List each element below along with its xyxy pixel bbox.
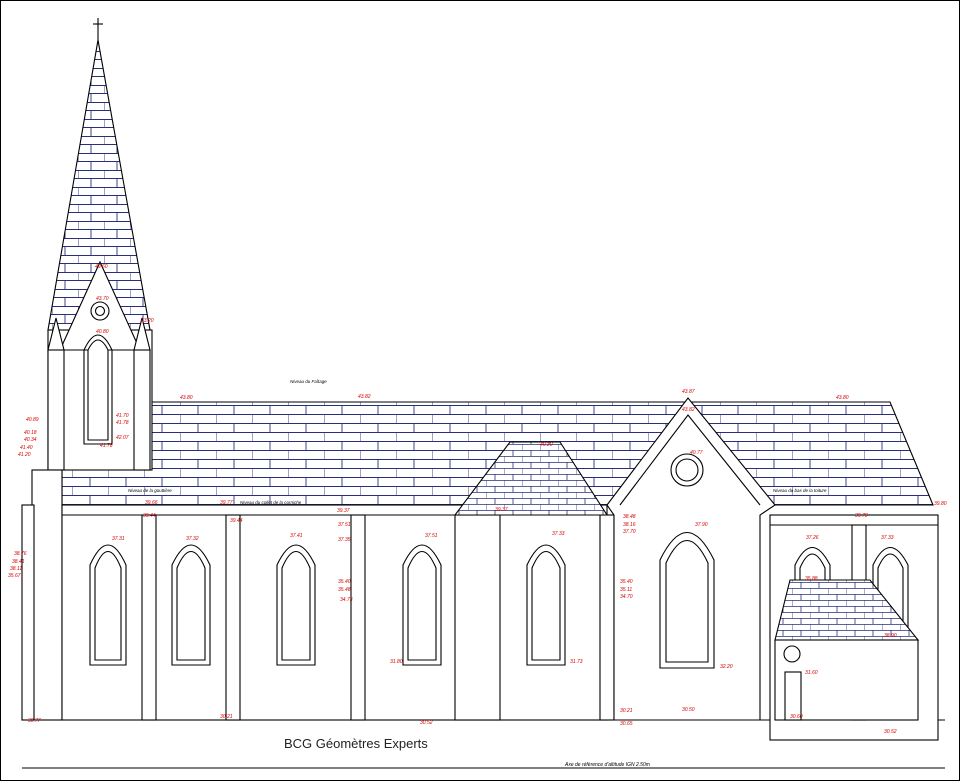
elev-mid-7: 35.88 [805, 576, 818, 582]
buttress-5 [599, 514, 615, 721]
elev-eave-3: 39.44 [230, 518, 243, 524]
buttress-1 [141, 514, 157, 721]
elev-wall-2: 37.32 [186, 536, 199, 542]
elev-tower-right: 43.20 [141, 318, 154, 324]
elev-tower-side-3: 42.07 [116, 435, 129, 441]
label-faitage: Niveau du Faîtage [290, 379, 327, 384]
elev-wall-7: 37.26 [806, 535, 819, 541]
elev-wall-9: 37.51 [338, 522, 351, 528]
elev-eave-1: 39.77 [220, 500, 233, 506]
elev-base-4: 31.60 [805, 670, 818, 676]
elev-gable-inner: 43.82 [682, 407, 695, 413]
elev-mid-6: 34.70 [620, 594, 633, 600]
tower-oculus [90, 301, 110, 321]
transept-pier [454, 514, 501, 721]
elev-left-low-2: 38.41 [12, 559, 25, 565]
elev-mid-3: 34.73 [340, 597, 353, 603]
elev-wall-4: 37.51 [425, 533, 438, 539]
elev-ground-4: 30.21 [620, 708, 633, 714]
elev-ridge-main: 43.82 [358, 394, 371, 400]
elev-left-stack-3: 40.34 [24, 437, 37, 443]
elev-eave-5: 39.37 [337, 508, 350, 514]
buttress-2 [225, 514, 241, 721]
gable-window [659, 531, 715, 669]
elev-wall-1: 37.31 [112, 536, 125, 542]
elev-eave-4: 39.66 [145, 500, 158, 506]
elev-tower-upper: 40.80 [96, 329, 109, 335]
elev-ridge-left: 43.80 [180, 395, 193, 401]
tower-window [87, 339, 109, 441]
elev-gable-mid-2: 38.16 [623, 522, 636, 528]
elev-tower-side-1: 41.70 [116, 413, 129, 419]
elev-wall-6: 37.90 [695, 522, 708, 528]
elev-ground-8: 30.52 [884, 729, 897, 735]
elev-mid-2: 35.48 [338, 587, 351, 593]
elev-left-low-4: 35.67 [8, 573, 21, 579]
elev-transept-top: 40.20 [540, 442, 553, 448]
elev-spire-top: 49.60 [95, 264, 108, 270]
sacristy-door [784, 671, 802, 721]
elev-left-stack-5: 41.20 [18, 452, 31, 458]
elev-wall-5: 37.33 [552, 531, 565, 537]
elev-gable-tower: 43.70 [96, 296, 109, 302]
sacristy-oculus [783, 645, 801, 663]
label-corniche: Niveau du collet de la corniche [240, 500, 302, 505]
elev-tower-side-2: 41.78 [116, 420, 129, 426]
west-wall [31, 469, 63, 721]
elev-left-stack-1: 40.89 [26, 417, 39, 423]
elev-ridge-right: 43.80 [836, 395, 849, 401]
scale-note: Axe de référence d'altitude IGN 2.50m [565, 762, 650, 768]
elev-gable-side: 40.77 [690, 450, 703, 456]
elev-eave-2: 39.44 [143, 513, 156, 519]
elev-left-low-3: 38.11 [10, 566, 22, 572]
elev-wall-10: 37.35 [338, 537, 351, 543]
elev-base-3: 32.20 [720, 664, 733, 670]
elev-base-2: 31.73 [570, 659, 583, 665]
elev-wall-3: 37.41 [290, 533, 303, 539]
elev-eave-7: 39.78 [855, 513, 868, 519]
label-bas-toiture: Niveau du bas de la toiture [773, 488, 827, 493]
elev-base-1: 31.80 [390, 659, 403, 665]
transept-roof [453, 441, 609, 516]
elev-left-stack-4: 41.40 [20, 445, 33, 451]
elev-gable-mid-3: 37.70 [623, 529, 636, 535]
elev-mid-5: 35.11 [620, 587, 632, 593]
elev-mid-4: 35.40 [620, 579, 633, 585]
elev-porch-1: 38.90 [884, 633, 897, 639]
elev-ground-7: 30.60 [790, 714, 803, 720]
elev-tower-mid: 41.78 [100, 443, 113, 449]
label-gouttiere: Niveau de la gouttière [128, 488, 172, 493]
buttress-3 [350, 514, 366, 721]
elev-ground-2: 30.21 [220, 714, 233, 720]
elev-eave-right: 39.80 [934, 501, 947, 507]
elev-ground-1: 30.77 [28, 718, 41, 724]
elev-ground-5: 30.65 [620, 721, 633, 727]
elev-left-low-1: 38.76 [14, 551, 27, 557]
elev-gable-mid-1: 38.48 [623, 514, 636, 520]
elev-ground-3: 30.52 [420, 720, 433, 726]
elev-wall-8: 37.33 [881, 535, 894, 541]
elev-ridge-gable: 43.87 [682, 389, 695, 395]
elev-ground-6: 30.50 [682, 707, 695, 713]
elev-eave-6: 39.37 [495, 507, 508, 513]
company-credit: BCG Géomètres Experts [284, 736, 428, 751]
elev-left-stack-2: 40.18 [24, 430, 37, 436]
elev-mid-1: 35.40 [338, 579, 351, 585]
